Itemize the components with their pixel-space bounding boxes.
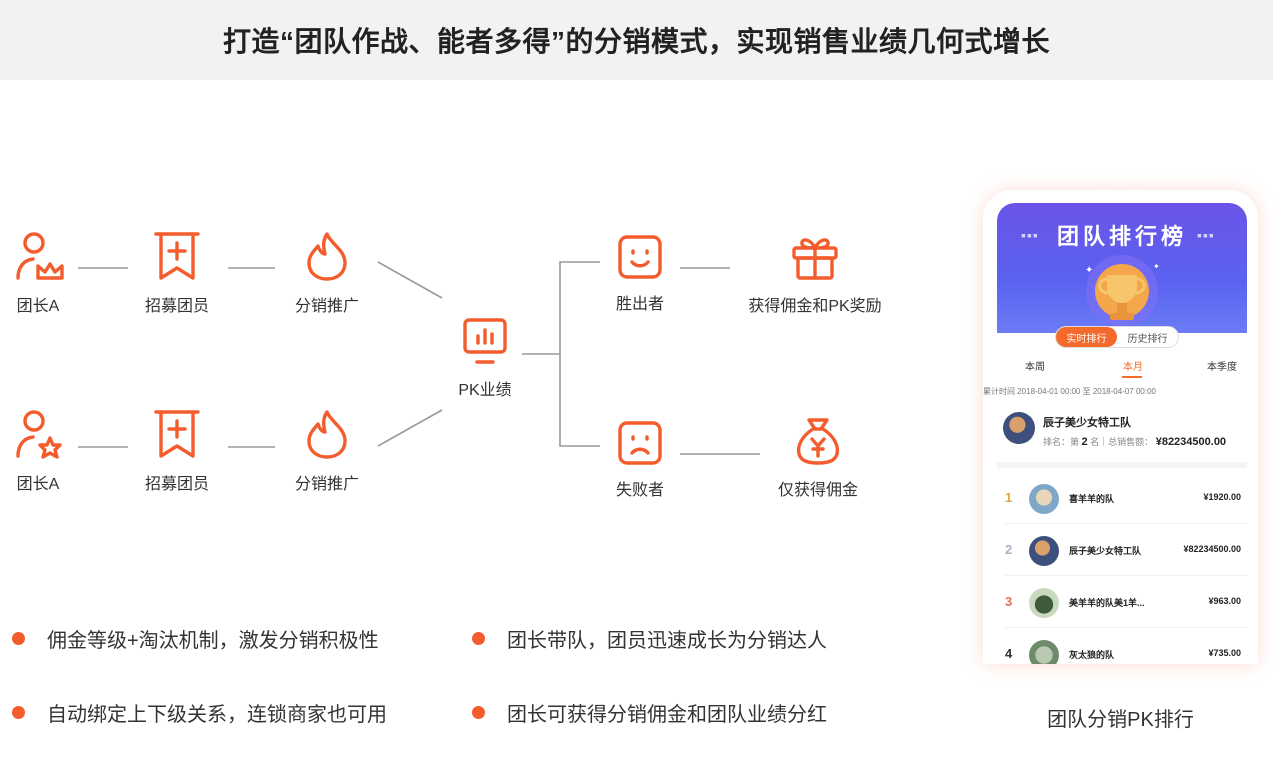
tab-quarter[interactable]: 本季度 (1207, 362, 1237, 373)
rank-number: 1 (1005, 490, 1013, 505)
ranking-row[interactable]: 2 辰子美少女特工队 ¥82234500.00 (997, 524, 1247, 576)
rank-prefix: 排名：第 (1043, 437, 1080, 447)
winner-reward-node: 获得佣金和PK奖励 (735, 232, 895, 316)
pk-label: PK业绩 (458, 382, 512, 399)
rank-number: 2 (1005, 542, 1013, 557)
my-team-name: 辰子美少女特工队 (1043, 417, 1131, 429)
avatar (1029, 588, 1059, 618)
svg-text:✦: ✦ (1153, 262, 1160, 271)
phone-mockup: ▪▪▪ 团队排行榜 ▪▪▪ ✦ ✦ 实时排行 历史排行 本周 本月 本季度 累计… (983, 190, 1258, 664)
feature-text: 自动绑定上下级关系，连锁商家也可用 (47, 704, 387, 726)
loser-node: 失败者 (560, 420, 720, 500)
leader-node-bottom: 团长A (0, 408, 118, 494)
flame-icon (307, 232, 347, 281)
flow-diagram: 团长A 招募团员 分销推广 团长A (0, 230, 898, 500)
my-team-rank: 2 (1081, 436, 1088, 448)
bookmark-plus-icon (154, 232, 200, 280)
ranking-row[interactable]: 3 美羊羊的队美1羊... ¥963.00 (997, 576, 1247, 628)
team-amount: ¥735.00 (1208, 648, 1241, 658)
leader-crown-icon (16, 232, 64, 280)
phone-caption: 团队分销PK排行 (1047, 709, 1194, 731)
avatar (1003, 412, 1035, 444)
recruit-label-bottom: 招募团员 (144, 476, 209, 493)
avatar (1029, 536, 1059, 566)
promote-label-bottom: 分销推广 (294, 476, 359, 493)
banner-decoration: ▪▪▪ (1021, 227, 1039, 243)
page-header: 打造“团队作战、能者多得”的分销模式，实现销售业绩几何式增长 (0, 0, 1273, 80)
team-amount: ¥1920.00 (1203, 492, 1241, 502)
avatar (1029, 484, 1059, 514)
bullet-dot (472, 632, 485, 645)
ranking-tabs: 实时排行 历史排行 (1055, 326, 1179, 348)
team-amount: ¥82234500.00 (1183, 544, 1241, 554)
leaderboard-banner: ▪▪▪ 团队排行榜 ▪▪▪ ✦ ✦ (997, 203, 1247, 333)
tab-realtime[interactable]: 实时排行 (1056, 327, 1117, 347)
team-name: 灰太狼的队 (1069, 650, 1115, 660)
recruit-node-bottom: 招募团员 (97, 408, 257, 494)
my-team-card: 辰子美少女特工队 排名：第 2 名｜总销售额： ¥82234500.00 (997, 402, 1247, 460)
leader-label-top: 团长A (16, 298, 60, 315)
loser-reward-label: 仅获得佣金 (777, 482, 858, 499)
page-title: 打造“团队作战、能者多得”的分销模式，实现销售业绩几何式增长 (222, 26, 1050, 57)
loser-label: 失败者 (615, 482, 664, 499)
feature-text: 团长带队，团员迅速成长为分销达人 (507, 630, 827, 652)
date-range: 累计时间 2018-04-01 00:00 至 2018-04-07 00:00 (983, 387, 1156, 396)
rank-number: 4 (1005, 646, 1013, 661)
promote-node-top: 分销推广 (247, 230, 407, 316)
rank-number: 3 (1005, 594, 1013, 609)
banner-decoration: ▪▪▪ (1197, 227, 1215, 243)
tab-week[interactable]: 本周 (1025, 362, 1045, 373)
svg-text:✦: ✦ (1085, 265, 1093, 276)
promote-node-bottom: 分销推广 (247, 408, 407, 494)
row-divider (1005, 523, 1247, 524)
bullet-dot (472, 706, 485, 719)
feature-item: 佣金等级+淘汰机制，激发分销积极性 (12, 624, 379, 653)
bookmark-plus-icon (154, 410, 200, 458)
chart-monitor-icon (463, 318, 507, 364)
tab-history[interactable]: 历史排行 (1127, 333, 1168, 345)
feature-text: 佣金等级+淘汰机制，激发分销积极性 (47, 630, 379, 652)
active-tab-underline (1122, 376, 1142, 378)
tab-month[interactable]: 本月 (1123, 362, 1143, 373)
divider (997, 462, 1247, 468)
bullet-dot (12, 706, 25, 719)
team-name: 辰子美少女特工队 (1069, 546, 1142, 556)
winner-node: 胜出者 (560, 234, 720, 314)
trophy-icon: ✦ ✦ (1085, 255, 1160, 327)
gift-icon (792, 238, 838, 280)
avatar (1029, 640, 1059, 664)
feature-item: 团长带队，团员迅速成长为分销达人 (472, 624, 827, 653)
promote-label-top: 分销推广 (294, 298, 359, 315)
sad-face-icon (618, 421, 662, 465)
recruit-label-top: 招募团员 (144, 298, 209, 315)
connector-lines (78, 261, 760, 455)
leader-label-bottom: 团长A (16, 476, 60, 493)
leader-star-icon (16, 410, 62, 459)
team-name: 喜羊羊的队 (1069, 494, 1115, 504)
feature-item: 自动绑定上下级关系，连锁商家也可用 (12, 698, 387, 727)
banner-title: 团队排行榜 (1056, 224, 1187, 249)
team-name: 美羊羊的队美1羊... (1069, 598, 1145, 608)
my-team-stats: 排名：第 2 名｜总销售额： ¥82234500.00 (1043, 435, 1226, 448)
ranking-row[interactable]: 1 喜羊羊的队 ¥1920.00 (997, 472, 1247, 524)
money-bag-icon (796, 418, 840, 465)
my-team-amount: ¥82234500.00 (1155, 436, 1227, 448)
leader-node-top: 团长A (0, 230, 118, 316)
ranking-row[interactable]: 4 灰太狼的队 ¥735.00 (997, 628, 1247, 664)
rank-suffix: 名｜总销售额： (1090, 437, 1154, 447)
winner-label: 胜出者 (615, 296, 664, 313)
flame-icon (307, 410, 347, 459)
feature-text: 团长可获得分销佣金和团队业绩分红 (507, 704, 827, 726)
loser-reward-node: 仅获得佣金 (738, 414, 898, 500)
feature-item: 团长可获得分销佣金和团队业绩分红 (472, 698, 827, 727)
recruit-node-top: 招募团员 (97, 230, 257, 316)
winner-reward-label: 获得佣金和PK奖励 (748, 298, 882, 315)
bullet-dot (12, 632, 25, 645)
row-divider (1005, 575, 1247, 576)
team-amount: ¥963.00 (1208, 596, 1241, 606)
smile-face-icon (618, 235, 662, 279)
row-divider (1005, 627, 1247, 628)
pk-node: PK业绩 (405, 316, 565, 400)
